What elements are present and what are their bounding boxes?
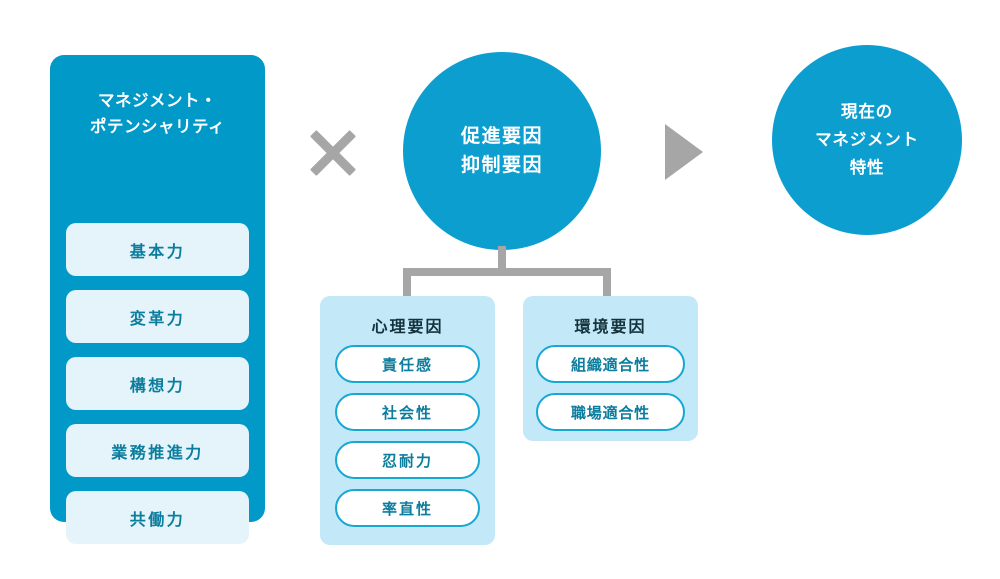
result-circle: 現在の マネジメント 特性 xyxy=(772,45,962,235)
list-item[interactable]: 組織適合性 xyxy=(536,345,685,383)
list-item[interactable]: 共働力 xyxy=(66,491,249,544)
result-circle-line1: 現在の xyxy=(841,101,893,121)
management-potentiality-list: 基本力 変革力 構想力 業務推進力 共働力 xyxy=(66,223,249,544)
right-triangle-arrow-icon xyxy=(665,124,703,180)
management-potentiality-title-line1: マネジメント・ xyxy=(98,91,217,110)
connector-stem xyxy=(498,246,506,276)
list-item[interactable]: 変革力 xyxy=(66,290,249,343)
environmental-factors-box: 環境要因 組織適合性 職場適合性 xyxy=(523,296,698,441)
result-circle-line3: 特性 xyxy=(849,158,885,178)
list-item[interactable]: 構想力 xyxy=(66,357,249,410)
management-potentiality-title: マネジメント・ ポテンシャリティ xyxy=(50,88,265,139)
factors-circle-text: 促進要因 抑制要因 xyxy=(461,122,543,181)
list-item[interactable]: 社会性 xyxy=(335,393,480,431)
result-circle-line2: マネジメント xyxy=(815,129,919,149)
multiply-icon xyxy=(307,127,359,179)
factors-circle-line1: 促進要因 xyxy=(460,124,543,147)
psychological-factors-title: 心理要因 xyxy=(371,317,444,336)
list-item[interactable]: 業務推進力 xyxy=(66,424,249,477)
management-potentiality-title-line2: ポテンシャリティ xyxy=(89,116,225,136)
list-item[interactable]: 率直性 xyxy=(335,489,480,527)
connector-drop-left xyxy=(403,268,411,300)
list-item[interactable]: 忍耐力 xyxy=(335,441,480,479)
management-potentiality-panel: マネジメント・ ポテンシャリティ 基本力 変革力 構想力 業務推進力 共働力 xyxy=(50,55,265,544)
psychological-factors-box: 心理要因 責任感 社会性 忍耐力 率直性 xyxy=(320,296,495,545)
connector-drop-right xyxy=(603,268,611,300)
psychological-factors-list: 責任感 社会性 忍耐力 率直性 xyxy=(335,345,480,527)
environmental-factors-list: 組織適合性 職場適合性 xyxy=(536,345,685,431)
list-item[interactable]: 基本力 xyxy=(66,223,249,276)
factors-circle-line2: 抑制要因 xyxy=(460,154,543,176)
list-item[interactable]: 職場適合性 xyxy=(536,393,685,431)
list-item[interactable]: 責任感 xyxy=(335,345,480,383)
environmental-factors-title: 環境要因 xyxy=(574,317,647,336)
factors-circle: 促進要因 抑制要因 xyxy=(403,52,601,250)
connector-horizontal-bar xyxy=(403,268,611,276)
result-circle-text: 現在の マネジメント 特性 xyxy=(815,98,919,182)
